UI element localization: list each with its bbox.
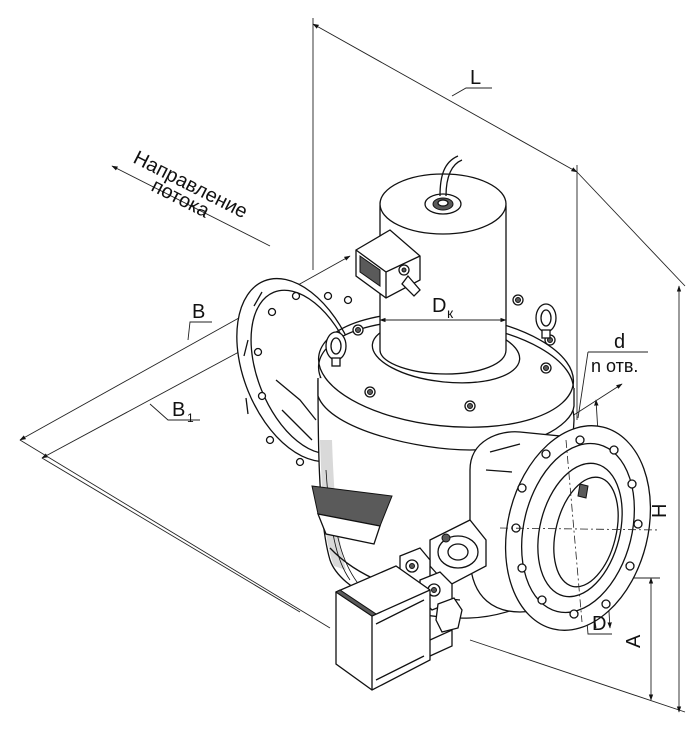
label-L: L [470,67,481,89]
label-Dk-sub: к [447,305,454,321]
lifting-eye-right [535,303,557,339]
lifting-eye-left [325,331,347,367]
label-B1-sub: 1 [187,411,194,425]
cover-bolts [352,294,556,412]
label-B1-main: B [172,399,185,421]
label-n-holes: n отв. [591,356,638,376]
label-d: d [614,331,625,353]
centre-lines [499,439,661,623]
actuator-housing [335,519,487,691]
label-H: H [649,504,671,518]
label-B1: B 1 [172,399,194,425]
label-Dk-main: D [432,295,446,317]
label-Dk: D к [432,295,454,321]
label-D: D [592,613,606,635]
flow-direction-label: Направление потока [130,147,251,223]
flange-bolt-holes [511,435,643,619]
coil-connector [355,229,421,299]
right-flange [469,425,652,631]
label-B: B [192,301,205,323]
label-A: A [623,634,645,648]
